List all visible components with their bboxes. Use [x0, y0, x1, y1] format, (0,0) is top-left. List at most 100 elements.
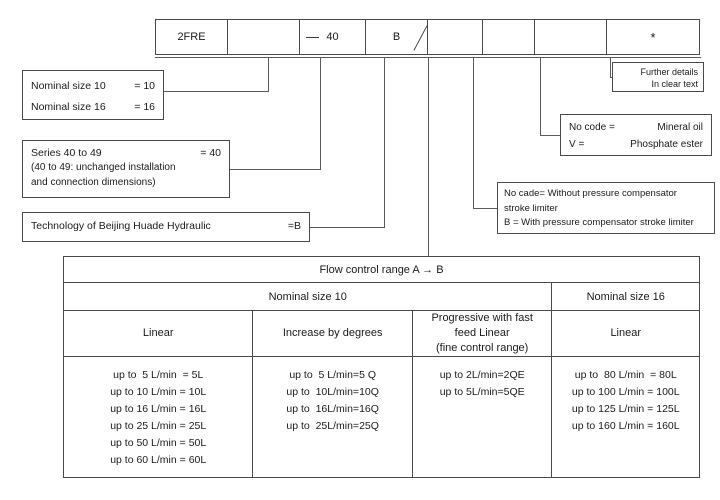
fluid-no-code-label: No code =: [569, 122, 615, 133]
data-entry-2-0: up to 2L/min=2QE: [439, 369, 525, 381]
leader-further-v: [610, 57, 611, 77]
leader-series-h: [230, 169, 321, 170]
code-cell-1: [228, 20, 300, 54]
leader-technology-v: [384, 57, 385, 227]
code-cell-4: [428, 20, 483, 54]
code-cell-5: [483, 20, 535, 54]
data-entry-0-0: up to 5 L/min = 5L: [113, 369, 204, 381]
further-details-line-2: In clear text: [651, 79, 698, 90]
data-entry-1-1: up to 10L/min=10Q: [286, 386, 379, 398]
fluid-row-phosphate-ester: V = Phosphate ester: [569, 137, 703, 154]
data-entry-0-2: up to 16 L/min = 16L: [110, 403, 207, 415]
data-cell-1: up to 5 L/min=5 Q up to 10L/min=10Q up to …: [253, 357, 413, 477]
column-header-line-1-0: Increase by degrees: [282, 327, 383, 340]
leader-series-v: [320, 57, 321, 169]
nominal-size-10-value: = 10: [134, 80, 155, 92]
leader-compensator-h: [473, 208, 498, 209]
column-header-3: Linear: [552, 311, 699, 356]
code-cell-6: [535, 20, 607, 54]
data-entry-2-1: up to 5L/min=5QE: [439, 386, 525, 398]
data-entry-3-1: up to 100 L/min = 100L: [571, 386, 680, 398]
data-entry-0-5: up to 60 L/min = 60L: [110, 454, 207, 466]
table-data-row: up to 5 L/min = 5L up to 10 L/min = 10L up…: [64, 357, 699, 477]
column-header-line-0-0: Linear: [142, 327, 174, 340]
column-header-line-3-0: Linear: [610, 327, 642, 340]
fluid-phosphate-ester-value: Phosphate ester: [630, 138, 703, 150]
callout-series: Series 40 to 49 = 40 (40 to 49: unchange…: [22, 140, 230, 198]
flow-control-range-table: Flow control range A → B Nominal size 10…: [63, 256, 700, 478]
series-value: = 40: [200, 147, 221, 159]
column-header-1: Increase by degrees: [253, 311, 413, 356]
data-cell-2: up to 2L/min=2QE up to 5L/min=5QE: [413, 357, 553, 477]
data-cell-3: up to 80 L/min = 80L up to 100 L/min = 10…: [552, 357, 699, 477]
leader-fluid-h: [540, 135, 561, 136]
data-entry-3-0: up to 80 L/min = 80L: [574, 369, 677, 381]
callout-technology: Technology of Beijing Huade Hydraulic =B: [22, 212, 310, 242]
column-header-line-2-0: Progressive with fast: [431, 312, 533, 325]
data-entry-0-1: up to 10 L/min = 10L: [110, 386, 207, 398]
code-cell-3: B: [366, 20, 428, 54]
nominal-size-row-16: Nominal size 16 = 16: [31, 97, 155, 118]
code-cell-slash-3: [413, 25, 428, 51]
data-entry-0-3: up to 25 L/min = 25L: [110, 420, 207, 432]
leader-technology-h: [310, 227, 385, 228]
data-entry-1-3: up to 25L/min=25Q: [286, 420, 379, 432]
code-cell-2: 40: [300, 20, 366, 54]
code-cell-text-0: 2FRE: [177, 31, 206, 43]
data-entry-1-0: up to 5 L/min=5 Q: [289, 369, 376, 381]
column-header-line-2-1: feed Linear: [454, 327, 510, 340]
series-note-line-2: and connection dimensions): [31, 176, 156, 188]
leader-further-h: [610, 77, 613, 78]
group-nominal-size-10: Nominal size 10: [64, 283, 553, 310]
group-nominal-size-16: Nominal size 16: [586, 290, 665, 303]
nominal-size-row-10: Nominal size 10 = 10: [31, 76, 155, 97]
data-entry-3-2: up to 125 L/min = 125L: [571, 403, 680, 415]
data-list-3: up to 80 L/min = 80L up to 100 L/min = 10…: [572, 367, 680, 435]
nominal-size-16-label: Nominal size 16: [31, 101, 106, 114]
code-cell-dash-2: [306, 37, 319, 38]
column-header-line-2-2: (fine control range): [436, 341, 529, 354]
series-row: Series 40 to 49 = 40: [31, 146, 221, 161]
code-cell-text-2: 40: [326, 31, 339, 43]
leader-fluid-v: [540, 57, 541, 135]
compensator-line-3: B = With pressure compensator stroke lim…: [504, 217, 694, 229]
code-cell-7: *: [607, 20, 699, 54]
code-cell-text-7: *: [650, 29, 656, 45]
callout-pressure-compensator: No cade= Without pressure compensator st…: [497, 182, 715, 234]
table-title-row: Flow control range A → B: [64, 257, 699, 283]
callout-further-details: Further details In clear text: [612, 62, 704, 92]
callout-fluid-type: No code = Mineral oil V = Phosphate este…: [560, 114, 712, 156]
data-list-2: up to 2L/min=2QE up to 5L/min=5QE: [440, 367, 525, 401]
data-entry-3-3: up to 160 L/min = 160L: [571, 420, 680, 432]
leader-compensator-v: [473, 57, 474, 208]
fluid-v-label: V =: [569, 138, 585, 150]
column-header-2: Progressive with fast feed Linear(fine co…: [413, 311, 553, 356]
technology-row: Technology of Beijing Huade Hydraulic =B: [31, 219, 301, 234]
technology-label: Technology of Beijing Huade Hydraulic: [31, 220, 211, 233]
compensator-line-2: stroke limiter: [504, 202, 558, 214]
column-header-0: Linear: [64, 311, 254, 356]
leader-spare-v: [428, 57, 429, 256]
series-label: Series 40 to 49: [31, 147, 102, 159]
data-entry-0-4: up to 50 L/min = 50L: [110, 437, 207, 449]
code-cell-0: 2FRE: [156, 20, 228, 54]
data-cell-0: up to 5 L/min = 5L up to 10 L/min = 10L up…: [64, 357, 254, 477]
table-header-row: Linear Increase by degrees Progressive wit…: [64, 311, 699, 357]
table-title-cell: Flow control range A → B: [319, 263, 444, 276]
fluid-mineral-oil-value: Mineral oil: [657, 122, 703, 133]
series-note-line-1: (40 to 49: unchanged installation: [31, 162, 176, 174]
fluid-row-mineral-oil: No code = Mineral oil: [569, 120, 703, 137]
further-details-line-1: Further details: [640, 67, 698, 77]
leader-nominal-v: [268, 57, 269, 91]
data-entry-1-2: up to 16L/min=16Q: [286, 403, 379, 415]
nominal-size-16-value: = 16: [134, 101, 155, 114]
data-list-1: up to 5 L/min=5 Q up to 10L/min=10Q up to …: [286, 367, 379, 435]
compensator-line-1: No cade= Without pressure compensator: [504, 188, 677, 199]
nominal-size-10-label: Nominal size 10: [31, 80, 106, 92]
table-group-row: Nominal size 10 Nominal size 16: [64, 283, 699, 311]
callout-nominal-size: Nominal size 10 = 10 Nominal size 16 = 1…: [22, 70, 164, 120]
type-code-bar: 2FRE 40 B *: [155, 19, 700, 55]
leader-nominal-h: [164, 91, 269, 92]
data-list-0: up to 5 L/min = 5L up to 10 L/min = 10L up…: [110, 367, 206, 469]
